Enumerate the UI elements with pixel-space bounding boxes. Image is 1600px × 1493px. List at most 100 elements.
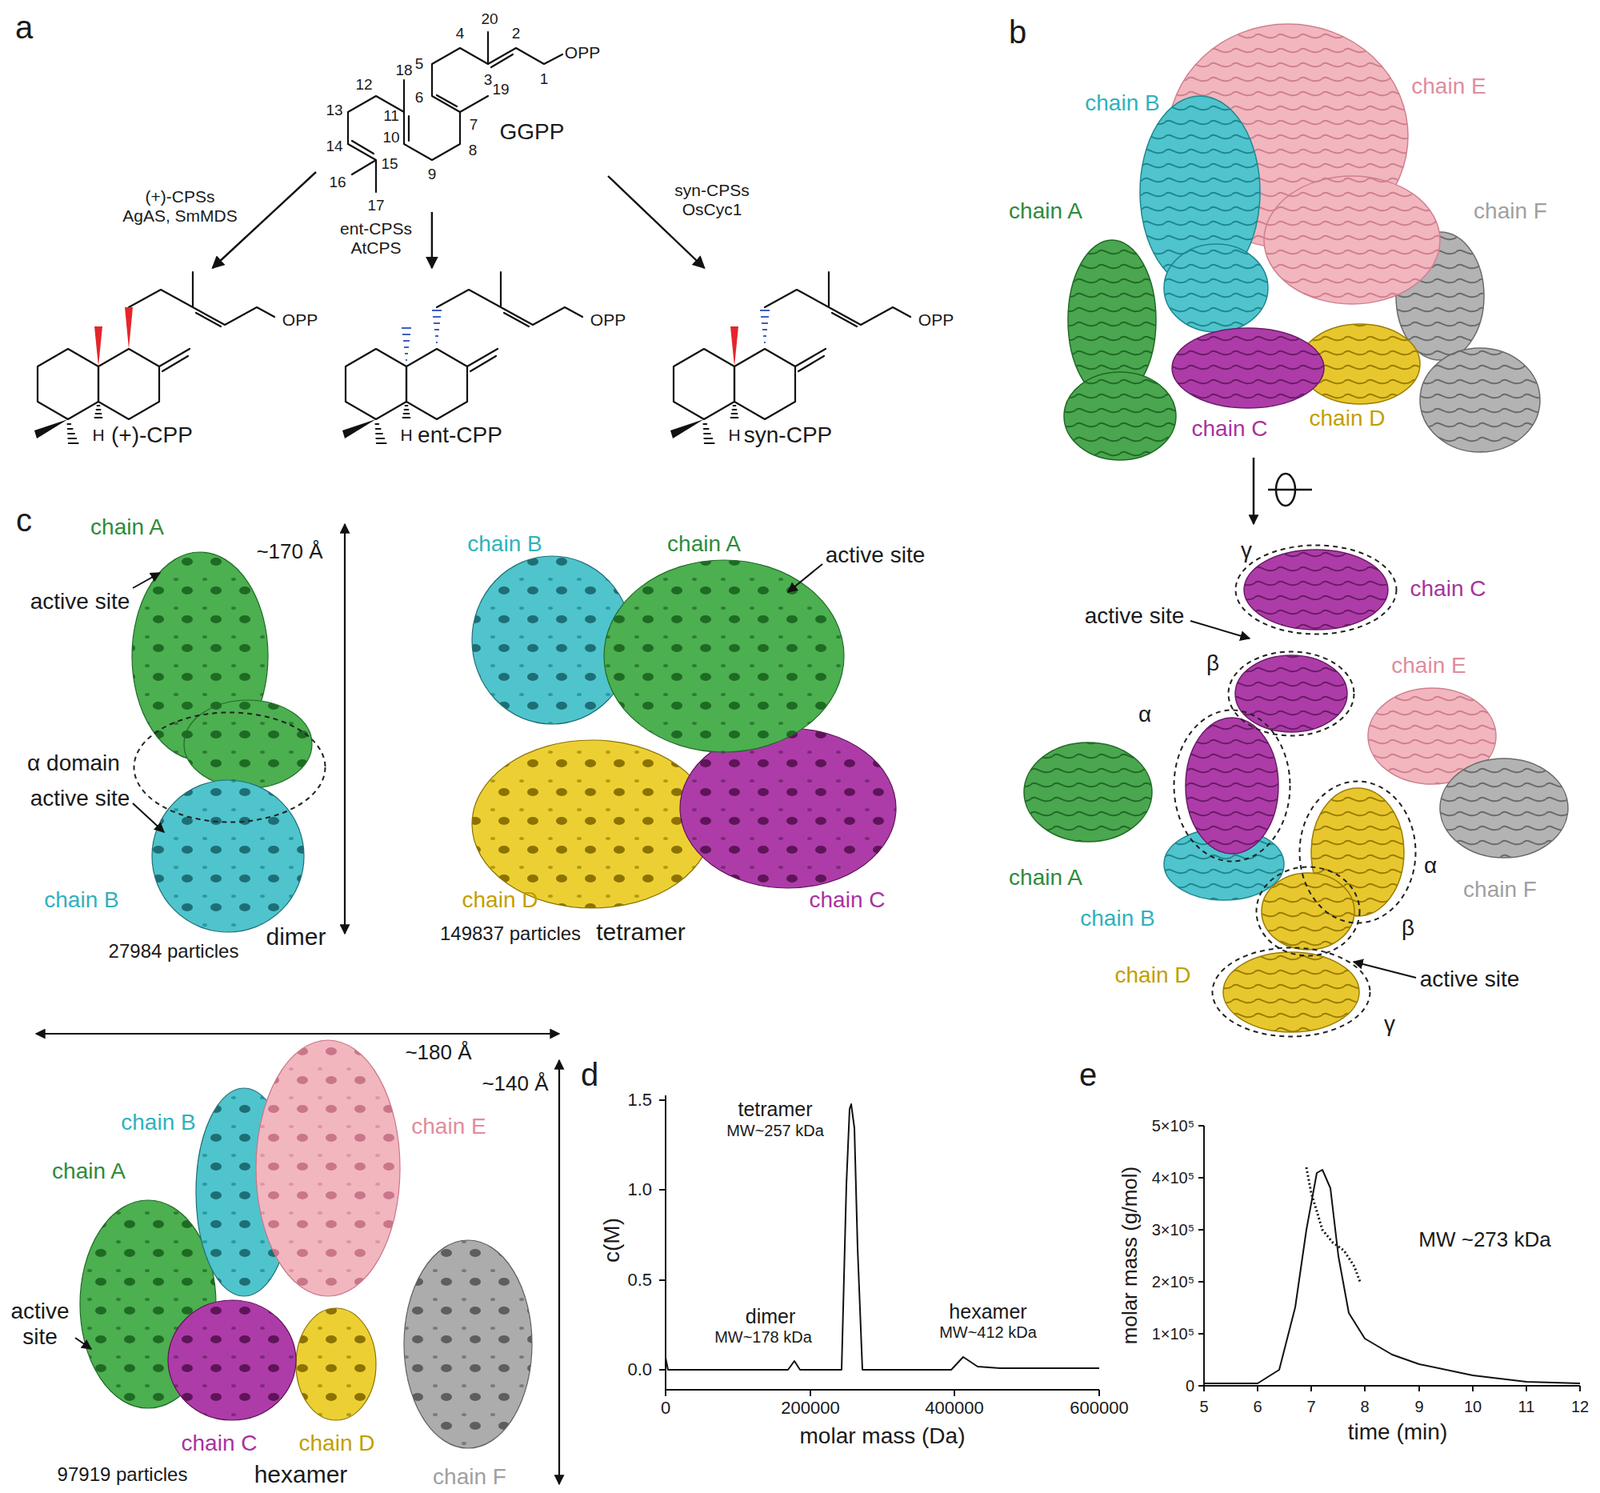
stereo-hash xyxy=(401,328,412,360)
figure-label: d xyxy=(580,1056,599,1093)
figure-label: chain A xyxy=(667,531,741,557)
ellipse-outline xyxy=(1298,780,1417,924)
chart-axis xyxy=(659,1100,666,1370)
figure-label: 149837 particles xyxy=(440,922,581,945)
rotation-symbol xyxy=(1253,457,1312,524)
enzyme-label: ent-CPSs AtCPS xyxy=(332,219,420,258)
figure-label: 6 xyxy=(1252,1397,1262,1416)
figure-label: 5×10⁵ xyxy=(1152,1116,1195,1136)
protein-ribbon xyxy=(1420,348,1540,452)
protein-ribbon xyxy=(1024,742,1152,842)
figure-label: 0.5 xyxy=(627,1269,652,1290)
figure-label: 5 xyxy=(415,55,424,73)
figure-label: 9 xyxy=(428,165,437,184)
figure-label: MW~178 kDa xyxy=(714,1328,812,1347)
figure-label: H xyxy=(728,425,740,445)
ellipse-outline xyxy=(132,711,327,824)
figure-label: chain A xyxy=(1008,198,1083,224)
ellipse-outline xyxy=(1236,545,1397,635)
protein-ribbon xyxy=(1223,952,1360,1032)
domain-label: α xyxy=(1424,852,1437,879)
figure-label: chain C xyxy=(1410,576,1487,602)
dimension-arrow xyxy=(36,1032,560,1035)
density-map xyxy=(296,1308,376,1420)
chart-curve xyxy=(1306,1167,1360,1282)
figure-label: 3×10⁵ xyxy=(1152,1220,1195,1240)
figure-label: chain B xyxy=(120,1109,196,1136)
figure-label: active site xyxy=(1084,603,1185,629)
stereo-bond xyxy=(760,310,770,343)
density-map xyxy=(152,780,304,932)
domain-ellipse: γ xyxy=(1211,946,1372,1038)
density-map xyxy=(472,740,712,908)
ggpp-structure xyxy=(348,32,563,192)
enzyme-label: (+)-CPSs AgAS, SmMDS xyxy=(120,187,240,226)
chart-axis xyxy=(665,1389,1100,1396)
figure-label: 7 xyxy=(469,116,479,134)
figure-label: 0 xyxy=(1185,1376,1195,1396)
figure-label: active site xyxy=(1420,966,1520,992)
figure-label: 1 xyxy=(540,70,549,88)
domain-label: γ xyxy=(1240,537,1252,564)
protein-ribbon xyxy=(1244,549,1388,630)
cpp-structure xyxy=(34,272,911,444)
domain-label: β xyxy=(1206,650,1220,676)
figure-label: chain D xyxy=(299,1430,376,1456)
figure-label: OPP xyxy=(590,310,626,330)
figure-label: 8 xyxy=(1360,1397,1369,1416)
figure-label: 27984 particles xyxy=(108,940,240,963)
stereo-bond xyxy=(730,326,739,367)
density-map xyxy=(256,1040,400,1296)
domain-ellipse: β xyxy=(1227,650,1356,737)
ellipse-outline xyxy=(1255,865,1361,957)
stereo-hash xyxy=(432,310,442,343)
structure-box: syn-CPP xyxy=(660,268,956,468)
figure-label: MW~412 kDa xyxy=(939,1323,1037,1342)
figure-label: 0 xyxy=(660,1397,671,1418)
figure-label: active site xyxy=(6,1298,74,1350)
chart-curve xyxy=(665,1104,1100,1370)
leader-arrow xyxy=(788,564,823,592)
figure-label: 11 xyxy=(383,107,400,125)
ellipse-outline xyxy=(1172,708,1292,863)
protein-ribbon xyxy=(1185,717,1279,854)
figure-label: MW ~273 kDa xyxy=(1418,1228,1551,1252)
figure-label: active site xyxy=(825,542,926,568)
compound-name: GGPP xyxy=(500,119,565,145)
chart-curve xyxy=(1204,1169,1580,1384)
chart-axis xyxy=(659,1095,1580,1396)
figure-label: chain D xyxy=(1309,405,1386,432)
compound-name: (+)-CPP xyxy=(111,422,193,448)
figure-label: chain E xyxy=(1391,652,1466,679)
figure-label: 3 xyxy=(484,71,493,89)
chart-curve xyxy=(665,1104,1580,1384)
domain-label: α domain xyxy=(27,750,120,776)
figure-label: H xyxy=(92,425,104,445)
figure-label: hexamer xyxy=(254,1460,348,1489)
figure-label: chain C xyxy=(181,1430,258,1456)
figure-label: 6 xyxy=(415,88,424,107)
figure-label: chain A xyxy=(52,1158,126,1184)
figure-label: chain A xyxy=(1008,864,1083,891)
protein-ribbon xyxy=(1024,24,1568,1032)
stereo-wedge xyxy=(94,326,103,367)
cpp-structure xyxy=(670,272,911,444)
figure-label: ~140 Å xyxy=(481,1072,548,1096)
enzyme-label: syn-CPSs OsCyc1 xyxy=(666,180,759,220)
figure-label: active site xyxy=(30,588,131,615)
reaction-arrow xyxy=(431,212,433,268)
ellipse-outline xyxy=(1212,948,1371,1037)
figure-label: OPP xyxy=(918,310,954,330)
figure-label: chain B xyxy=(1080,905,1155,932)
figure-label: chain F xyxy=(1473,198,1548,224)
figure-label: OPP xyxy=(282,310,318,330)
figure-label: active site xyxy=(30,785,131,812)
ellipse-outline xyxy=(1228,652,1355,736)
figure-label: 2×10⁵ xyxy=(1152,1272,1195,1292)
figure-label: chain F xyxy=(432,1464,507,1490)
ggpp-structure xyxy=(348,32,488,192)
figure-label: 12 xyxy=(355,76,372,94)
